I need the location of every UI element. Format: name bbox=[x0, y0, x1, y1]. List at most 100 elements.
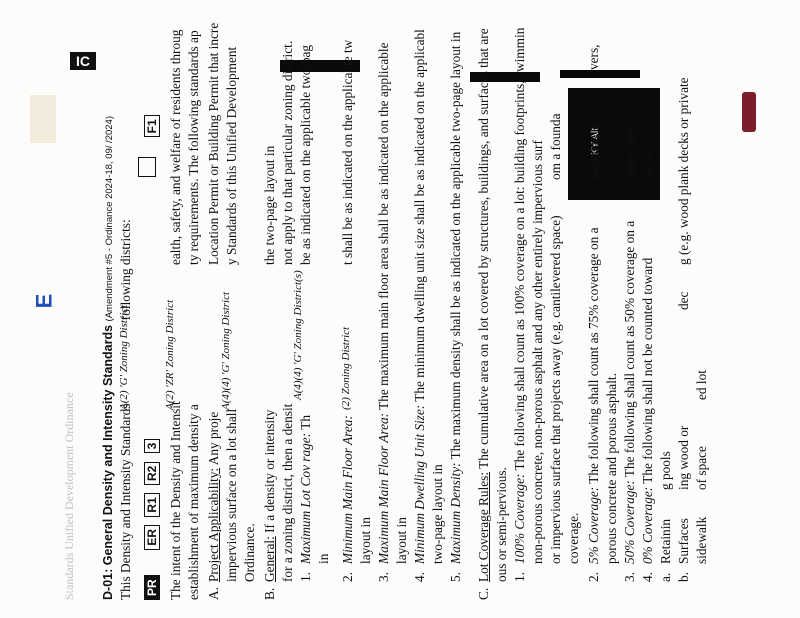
coverage-1-text: The following shall count as 100% covera… bbox=[512, 27, 527, 474]
district-chip-r1: R1 bbox=[144, 493, 160, 517]
coverage-3-title: 50% Coverage: bbox=[622, 480, 637, 564]
section-b-title: General: bbox=[262, 536, 277, 582]
item-3-label: 3. bbox=[376, 572, 391, 582]
item-5-text: The maximum density shall be as indicate… bbox=[448, 31, 463, 463]
section-a-text-b: Location Permit or Building Permit that … bbox=[206, 22, 221, 265]
coverage-2-text: The following shall count as 75% coverag… bbox=[586, 227, 601, 487]
item-3-title: Maximum Main Floor Area: bbox=[376, 412, 391, 564]
coverage-4b-text-2: sidewalk bbox=[694, 516, 709, 564]
coverage-4-title: 0% Coverage: bbox=[640, 486, 655, 564]
section-b-text-b: the two-page layout in bbox=[262, 145, 277, 265]
coverage-1-label: 1. bbox=[512, 572, 527, 582]
section-a-text-3: Ordinance. bbox=[242, 523, 257, 582]
section-a-text: Any proje bbox=[206, 411, 221, 468]
intro-text: This Density and Intensity Standards bbox=[118, 403, 133, 600]
item-2-text-b: t shall be as indicated on the applicabl… bbox=[340, 39, 355, 265]
section-a-line-1: A. Project Applicability: Any proje Loca… bbox=[206, 23, 223, 600]
item-5-title: Maximum Density: bbox=[448, 462, 463, 564]
coverage-1-text-3b: om a founda bbox=[548, 113, 563, 180]
coverage-4-text-c: faces: bbox=[640, 148, 655, 180]
item-4-text-2: two-page layout in bbox=[430, 464, 445, 564]
section-b-line-1: B. General: If a density or intensity th… bbox=[262, 146, 279, 600]
item-1-text-b: be as indicated on the applicable two-pa… bbox=[298, 44, 313, 265]
intent-line-2: establishment of maximum density a ty re… bbox=[186, 30, 203, 600]
redaction-bar-top-3 bbox=[560, 70, 640, 78]
district-chip-blank bbox=[138, 156, 156, 177]
coverage-4b-text-d: g (e.g. wood plank decks or private bbox=[676, 77, 691, 265]
item-2-title: Minimum Main Floor Area: bbox=[340, 415, 355, 564]
intent-text: The intent of the Density and Intensit bbox=[168, 401, 183, 600]
item-2-text-2: layout in bbox=[358, 517, 373, 564]
coverage-4b-text-c: dec bbox=[676, 291, 691, 310]
coverage-4a-label: a. bbox=[658, 572, 673, 582]
coverage-4b-text-b: ing wood or bbox=[676, 425, 691, 490]
coverage-4b-text-2b: of space bbox=[694, 446, 709, 490]
intent-text-b: ealth, safety, and welfare of residents … bbox=[168, 29, 183, 265]
section-title: D-01: General Density and Intensity Stan… bbox=[101, 324, 115, 600]
item-1-label: 1. bbox=[298, 572, 313, 582]
coverage-3-label: 3. bbox=[622, 572, 637, 582]
section-c-label: C. bbox=[476, 587, 491, 600]
redaction-box: KY Alt bbox=[568, 88, 660, 200]
item-1-tail: Th bbox=[298, 415, 313, 433]
item-2-label: 2. bbox=[340, 572, 355, 582]
coverage-1-title: 100% Coverage: bbox=[512, 473, 527, 564]
item-4-label: 4. bbox=[412, 572, 427, 582]
district-chip-f1: F1 bbox=[144, 115, 160, 138]
district-chips: PR ER R1 R2 3 F1 bbox=[138, 110, 161, 600]
redaction-bar-top bbox=[280, 60, 360, 72]
district-chip-er: ER bbox=[144, 525, 160, 550]
section-a-label: A. bbox=[206, 587, 221, 600]
section-a-text-2b: y Standards of this Unified Development bbox=[224, 46, 239, 265]
coverage-2-text-2: porous concrete and porous asphalt. bbox=[604, 373, 619, 564]
intent-text-2: establishment of maximum density a bbox=[186, 404, 201, 600]
corner-mark-text: IC bbox=[76, 53, 90, 69]
side-letter-mark: E bbox=[31, 293, 57, 309]
section-c-line-1: C. Lot Coverage Rules: The cumulative ar… bbox=[476, 28, 493, 600]
annotation-5: (2) Zoning District bbox=[340, 326, 352, 410]
section-a-text-2: impervious surface on a lot shall bbox=[224, 408, 239, 582]
section-c-text: The cumulative area on a lot covered by … bbox=[476, 28, 491, 472]
rotated-document-page: D-01: General Density and Intensity Stan… bbox=[100, 23, 800, 600]
coverage-2-label: 2. bbox=[586, 572, 601, 582]
coverage-4a-text: Retainin bbox=[658, 518, 673, 564]
section-c-title: Lot Coverage Rules: bbox=[476, 471, 491, 582]
section-b-text-2b: not apply to that particular zoning dist… bbox=[280, 40, 295, 265]
coverage-4-label: 4. bbox=[640, 572, 655, 582]
district-chip-r2: R2 bbox=[144, 461, 160, 485]
section-b-text-2: for a zoning district, then a densit bbox=[280, 403, 295, 582]
bleed-through-text: Standards Unified Development Ordinance bbox=[62, 392, 76, 600]
item-4-title: Minimum Dwelling Unit Size: bbox=[412, 404, 427, 564]
item-4-text: The minimum dwelling unit size shall be … bbox=[412, 29, 427, 405]
corner-mark: IC bbox=[70, 52, 96, 70]
coverage-4b-text: Surfaces bbox=[676, 518, 691, 564]
amendment-note: (Amendment #5 - Ordinance 2024-18, 09/ /… bbox=[104, 116, 115, 322]
item-3-text: The maximum main floor area shall be as … bbox=[376, 42, 391, 413]
paper-stain bbox=[30, 95, 56, 143]
intent-text-2b: ty requirements. The following standards… bbox=[186, 30, 201, 265]
coverage-4b-label: b. bbox=[676, 572, 691, 582]
district-chip-3: 3 bbox=[144, 438, 160, 454]
item-5-label: 5. bbox=[448, 572, 463, 582]
item-1-title: Maximum Lot Cov rage: bbox=[298, 432, 313, 564]
redaction-bar-top-2 bbox=[470, 72, 540, 82]
section-a-title: Project Applicability: bbox=[206, 467, 221, 582]
annotation-4: A(4)(4) 'G' Zoning District(s) bbox=[292, 270, 304, 400]
coverage-3-text-c: grass pave bbox=[622, 124, 637, 180]
annotation-1: A(2) 'G' Zoning District bbox=[118, 304, 130, 410]
coverage-1-text-3: or impervious surface that projects away… bbox=[548, 215, 563, 564]
coverage-1-text-2: non-porous concrete, non-porous asphalt … bbox=[530, 140, 545, 564]
coverage-2-text-c: stepping st bbox=[586, 122, 601, 180]
coverage-3-text: The following shall count as 50% coverag… bbox=[622, 220, 637, 481]
annotation-2: A(2) 'ZR' Zoning District bbox=[164, 299, 176, 410]
red-tab-mark bbox=[742, 92, 756, 132]
item-3-text-2: layout in bbox=[394, 517, 409, 564]
section-b-text: If a density or intensity bbox=[262, 409, 277, 537]
section-c-text-2: ous or semi-pervious. bbox=[494, 467, 509, 582]
intent-line-1: The intent of the Density and Intensit e… bbox=[168, 30, 185, 600]
coverage-1-text-4: coverage. bbox=[566, 512, 581, 564]
coverage-4-text: The following shall not be counted towar… bbox=[640, 257, 655, 487]
item-1-text-2: in bbox=[316, 553, 331, 564]
section-b-label: B. bbox=[262, 587, 277, 600]
